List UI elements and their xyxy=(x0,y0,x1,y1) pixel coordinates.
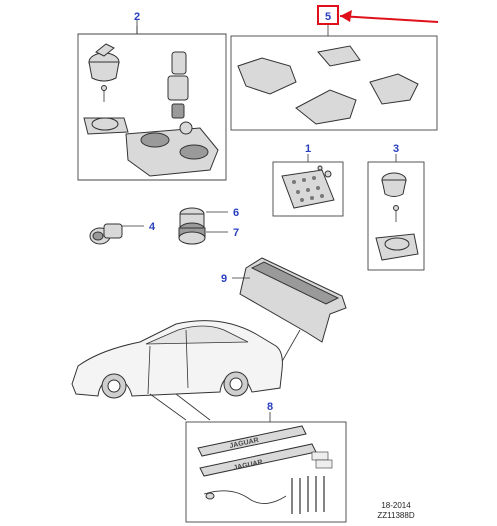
part-6-7-knob xyxy=(178,207,228,245)
part-9-trunk-sill xyxy=(232,257,347,343)
callout-2: 2 xyxy=(134,11,140,23)
highlight-arrowhead xyxy=(340,10,352,22)
callout-8: 8 xyxy=(267,401,273,413)
callout-6: 6 xyxy=(233,207,239,219)
vehicle-sedan xyxy=(71,320,283,421)
part-4-connector xyxy=(89,223,144,245)
group-8-illuminated-sill-plates xyxy=(185,412,347,523)
callout-9: 9 xyxy=(221,273,227,285)
highlight-arrow-line xyxy=(339,15,439,23)
footer-code: ZZ11388D xyxy=(377,511,414,520)
group-3-cupholder-rear xyxy=(367,154,425,271)
callout-4: 4 xyxy=(149,221,156,233)
group-5-floor-mats xyxy=(230,24,438,131)
group-2-cupholder xyxy=(77,20,227,181)
highlight-box xyxy=(317,5,339,25)
callout-5: 5 xyxy=(325,11,331,23)
sill-plate-text-front: JAGUAR xyxy=(229,437,259,450)
group-1-trim-kit xyxy=(272,154,344,217)
callout-7: 7 xyxy=(233,227,239,239)
callout-1: 1 xyxy=(305,143,311,155)
callout-3: 3 xyxy=(393,143,399,155)
footer-date: 18-2014 xyxy=(381,501,411,510)
